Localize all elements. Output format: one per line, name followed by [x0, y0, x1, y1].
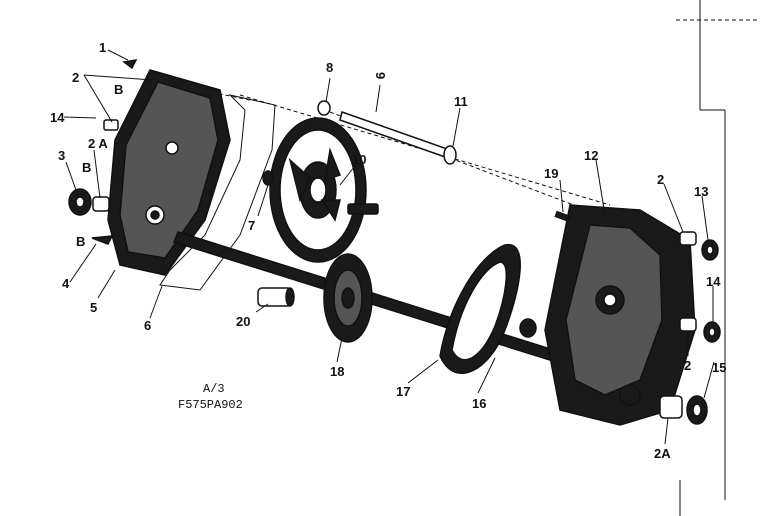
label-17: 17 — [396, 384, 410, 399]
small-sprocket — [323, 253, 373, 343]
label-b-middle: B — [82, 160, 91, 175]
label-6: 6 — [144, 318, 151, 333]
frame-lines — [676, 0, 760, 516]
gear-hub-shaft — [347, 203, 379, 215]
caption-line-2: F575PA902 — [178, 398, 243, 412]
label-18: 18 — [330, 364, 344, 379]
label-2-right-top: 2 — [657, 172, 664, 187]
label-13: 13 — [694, 184, 708, 199]
label-b-top: B — [114, 82, 123, 97]
drive-chain — [439, 244, 537, 375]
label-5: 5 — [90, 300, 97, 315]
figure-caption: A/3 F575PA902 — [178, 382, 243, 412]
right-bearings — [659, 231, 721, 425]
label-2-right-bottom: 2 — [684, 358, 691, 373]
large-gear — [269, 117, 367, 263]
label-10: 10 — [352, 152, 366, 167]
label-8: 8 — [326, 60, 333, 75]
label-b-lower: B — [76, 234, 85, 249]
key — [554, 210, 572, 223]
label-19: 19 — [544, 166, 558, 181]
label-14-left: 14 — [50, 110, 65, 125]
label-4: 4 — [62, 276, 70, 291]
part-labels: 1 2 B 14 2 A 3 B B 4 5 6 7 8 9 10 11 12 … — [50, 40, 726, 461]
label-2a-bottom: 2A — [654, 446, 671, 461]
label-11: 11 — [454, 94, 468, 109]
label-3: 3 — [58, 148, 65, 163]
label-15: 15 — [712, 360, 726, 375]
right-gear-housing — [544, 204, 696, 426]
label-2a-left: 2 A — [88, 136, 108, 151]
label-1: 1 — [99, 40, 106, 55]
caption-line-1: A/3 — [203, 382, 225, 396]
label-16: 16 — [472, 396, 486, 411]
bushing — [257, 287, 295, 307]
label-2-top: 2 — [72, 70, 79, 85]
label-9: 9 — [373, 72, 388, 79]
label-14-right: 14 — [706, 274, 721, 289]
gasket — [159, 94, 276, 291]
leader-lines — [63, 49, 715, 445]
label-7: 7 — [248, 218, 255, 233]
left-bearings — [68, 59, 138, 245]
label-20: 20 — [236, 314, 250, 329]
upper-shaft — [262, 100, 457, 186]
left-gear-cover — [107, 69, 231, 276]
label-12: 12 — [584, 148, 598, 163]
